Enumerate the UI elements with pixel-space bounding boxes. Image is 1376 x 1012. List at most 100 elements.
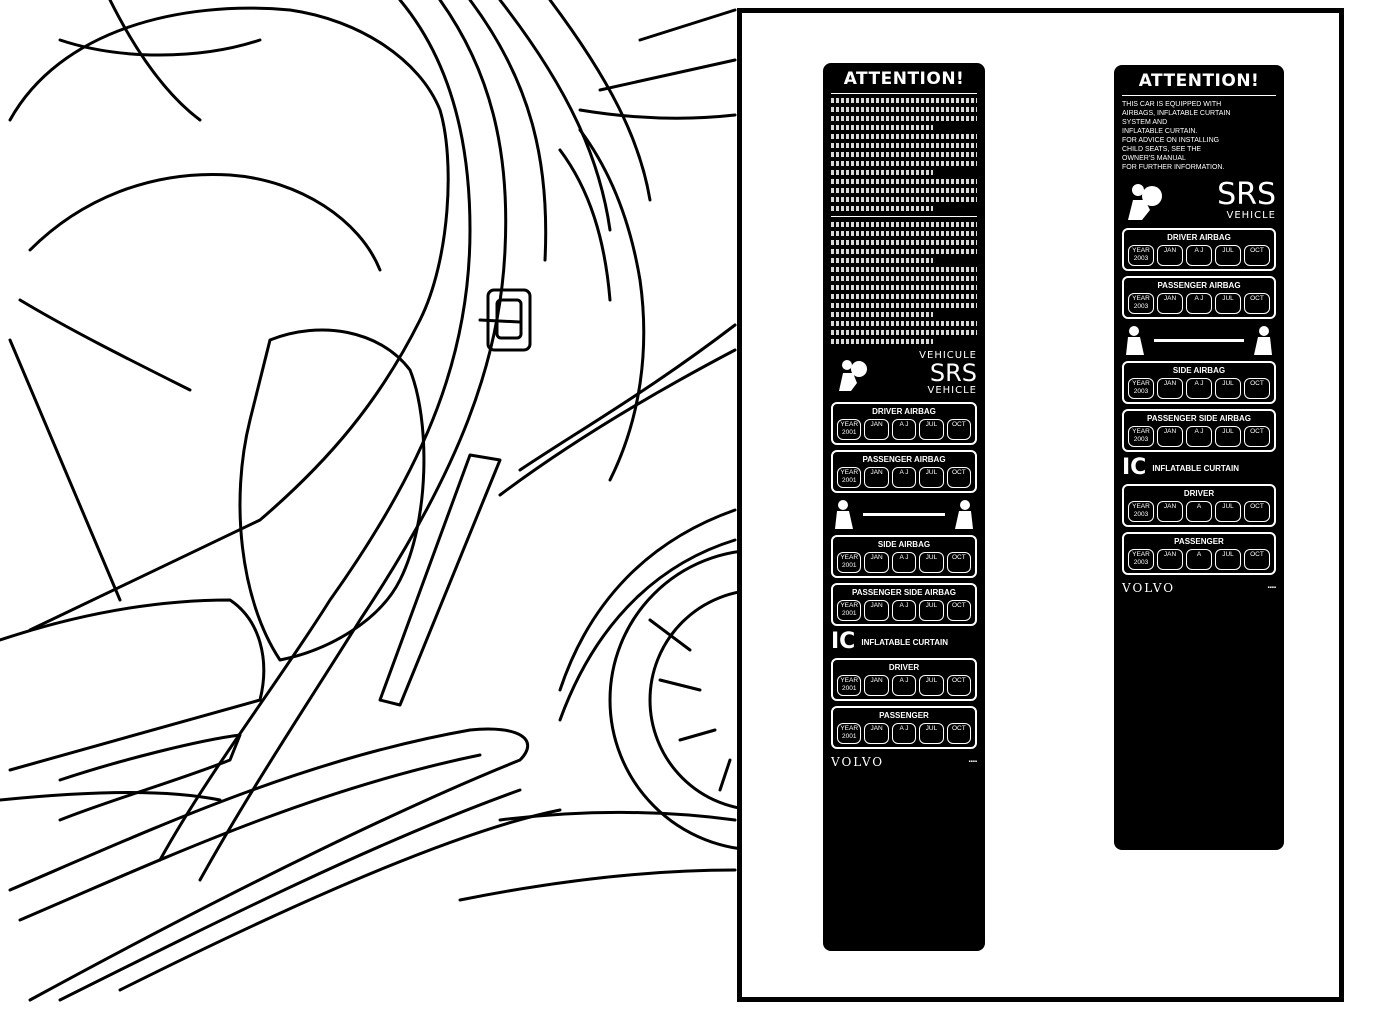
date-cell: A J bbox=[1186, 426, 1212, 447]
date-cell: JUL bbox=[919, 419, 944, 440]
date-panel: SIDE AIRBAG YEAR 2001 JAN A J JUL OCT bbox=[831, 535, 977, 578]
date-cell: YEAR 2003 bbox=[1128, 549, 1154, 570]
srs-block: SRS VEHICLE bbox=[1122, 178, 1276, 222]
seat-cushion-outline bbox=[0, 598, 266, 772]
panel-title: DRIVER bbox=[1183, 489, 1215, 498]
ic-date-panel: DRIVER YEAR 2003 JAN A JUL OCT bbox=[1122, 484, 1276, 527]
panel-title: PASSENGER AIRBAG bbox=[862, 455, 946, 464]
side-airbag-occupant-icon bbox=[1126, 326, 1144, 355]
date-cell: A J bbox=[891, 675, 917, 696]
date-cell: JAN bbox=[864, 419, 889, 440]
date-cell: YEAR 2003 bbox=[1128, 501, 1154, 522]
date-cell: JUL bbox=[919, 723, 944, 744]
date-cell: YEAR 2001 bbox=[837, 600, 862, 621]
date-cell: YEAR 2001 bbox=[837, 467, 862, 488]
srs-main: SRS bbox=[929, 359, 977, 387]
date-cell: A J bbox=[891, 419, 917, 440]
date-cell: JAN bbox=[864, 600, 889, 621]
date-cell: A J bbox=[891, 600, 917, 621]
brand-name: VOLVO bbox=[1122, 581, 1176, 595]
date-cell: JAN bbox=[1157, 245, 1183, 266]
date-cell: JUL bbox=[919, 552, 944, 573]
date-cell: JUL bbox=[919, 600, 944, 621]
ic-mark: IC bbox=[831, 629, 856, 654]
panel-title: PASSENGER bbox=[1174, 537, 1224, 546]
inflatable-curtain-heading: IC INFLATABLE CURTAIN bbox=[1122, 457, 1276, 479]
date-cell: JUL bbox=[919, 467, 944, 488]
panel-title: PASSENGER SIDE AIRBAG bbox=[851, 588, 956, 597]
date-cell: YEAR 2003 bbox=[1128, 245, 1154, 266]
srs-line-1: VEHICULE bbox=[919, 350, 977, 361]
panel-title: DRIVER AIRBAG bbox=[872, 407, 936, 416]
date-cell: JUL bbox=[1215, 549, 1241, 570]
srs-main: SRS bbox=[1217, 176, 1276, 212]
date-cell: JAN bbox=[864, 675, 889, 696]
date-cell: A J bbox=[1186, 245, 1212, 266]
date-cell: OCT bbox=[1244, 245, 1270, 266]
date-panel: PASSENGER AIRBAG YEAR 2001 JAN A J JUL O… bbox=[831, 450, 977, 493]
label-footer: VOLVO ▪▪▪▪ bbox=[1122, 581, 1276, 595]
date-cell: JUL bbox=[1215, 378, 1241, 399]
srs-line-2: VEHICLE bbox=[1226, 209, 1276, 221]
date-cell: OCT bbox=[946, 467, 972, 488]
date-cell: A J bbox=[891, 723, 917, 744]
side-airbag-icon-row bbox=[1122, 325, 1276, 355]
date-cell: A bbox=[1186, 501, 1212, 522]
front-wheel-arch bbox=[558, 508, 737, 692]
inflatable-curtain-heading: IC INFLATABLE CURTAIN bbox=[831, 631, 977, 653]
date-cell: JAN bbox=[1157, 378, 1183, 399]
label-body-text: THIS CAR IS EQUIPPED WITH AIRBAGS, INFLA… bbox=[1122, 101, 1231, 171]
date-cell: YEAR 2001 bbox=[837, 419, 862, 440]
airbag-deploy-icon bbox=[1128, 184, 1162, 220]
date-cell: OCT bbox=[1244, 501, 1270, 522]
label-code-marks: ▪▪▪▪ bbox=[968, 759, 977, 765]
date-panel: DRIVER AIRBAG YEAR 2001 JAN A J JUL OCT bbox=[831, 402, 977, 445]
curtain-text: INFLATABLE CURTAIN bbox=[861, 637, 948, 647]
date-cell: OCT bbox=[1244, 378, 1270, 399]
airbag-deploy-icon bbox=[839, 360, 867, 391]
date-cell: A J bbox=[1186, 293, 1212, 314]
ic-mark: IC bbox=[1122, 455, 1147, 480]
panel-title: DRIVER bbox=[888, 663, 920, 672]
date-cell: A bbox=[1186, 549, 1212, 570]
date-cell: JUL bbox=[1215, 245, 1241, 266]
date-cell: OCT bbox=[946, 419, 972, 440]
b-pillar-edge bbox=[158, 0, 472, 862]
door-sill bbox=[8, 727, 530, 1002]
date-cell: YEAR 2001 bbox=[837, 552, 862, 573]
ic-date-panel: PASSENGER YEAR 2001 JAN A J JUL OCT bbox=[831, 706, 977, 749]
date-cell: A J bbox=[891, 467, 917, 488]
date-cell: YEAR 2001 bbox=[837, 675, 862, 696]
date-cell: JAN bbox=[864, 723, 889, 744]
date-panel: PASSENGER SIDE AIRBAG YEAR 2003 JAN A J … bbox=[1122, 409, 1276, 452]
date-cell: OCT bbox=[946, 675, 972, 696]
date-cell: JAN bbox=[864, 552, 889, 573]
brand-name: VOLVO bbox=[831, 755, 885, 769]
side-airbag-occupant-icon bbox=[955, 500, 973, 529]
date-cell: JAN bbox=[1157, 549, 1183, 570]
date-cell: YEAR 2003 bbox=[1128, 378, 1154, 399]
date-cell: OCT bbox=[1244, 549, 1270, 570]
label-code-marks: ▪▪▪▪ bbox=[1267, 585, 1276, 591]
label-footer: VOLVO ▪▪▪▪ bbox=[831, 755, 977, 769]
date-cell: JAN bbox=[864, 467, 889, 488]
panel-title: PASSENGER SIDE AIRBAG bbox=[1146, 414, 1251, 423]
seat-back-inner bbox=[28, 172, 382, 272]
date-cell: JAN bbox=[1157, 426, 1183, 447]
srs-block: VEHICULE SRS VEHICLE bbox=[831, 350, 977, 396]
date-cell: YEAR 2001 bbox=[837, 723, 862, 744]
date-cell: JUL bbox=[1215, 293, 1241, 314]
date-panel: PASSENGER SIDE AIRBAG YEAR 2001 JAN A J … bbox=[831, 583, 977, 626]
date-cell: OCT bbox=[946, 552, 972, 573]
date-panel: DRIVER AIRBAG YEAR 2003 JAN A J JUL OCT bbox=[1122, 228, 1276, 271]
pillar-trim-strip bbox=[378, 453, 502, 707]
date-panel: SIDE AIRBAG YEAR 2003 JAN A J JUL OCT bbox=[1122, 361, 1276, 404]
srs-line-2: VEHICLE bbox=[927, 385, 977, 396]
date-cell: A J bbox=[891, 552, 917, 573]
ic-date-panel: DRIVER YEAR 2001 JAN A J JUL OCT bbox=[831, 658, 977, 701]
panel-title: SIDE AIRBAG bbox=[1172, 366, 1226, 375]
date-cell: A J bbox=[1186, 378, 1212, 399]
panel-title: PASSENGER bbox=[879, 711, 929, 720]
date-cell: JUL bbox=[1215, 501, 1241, 522]
